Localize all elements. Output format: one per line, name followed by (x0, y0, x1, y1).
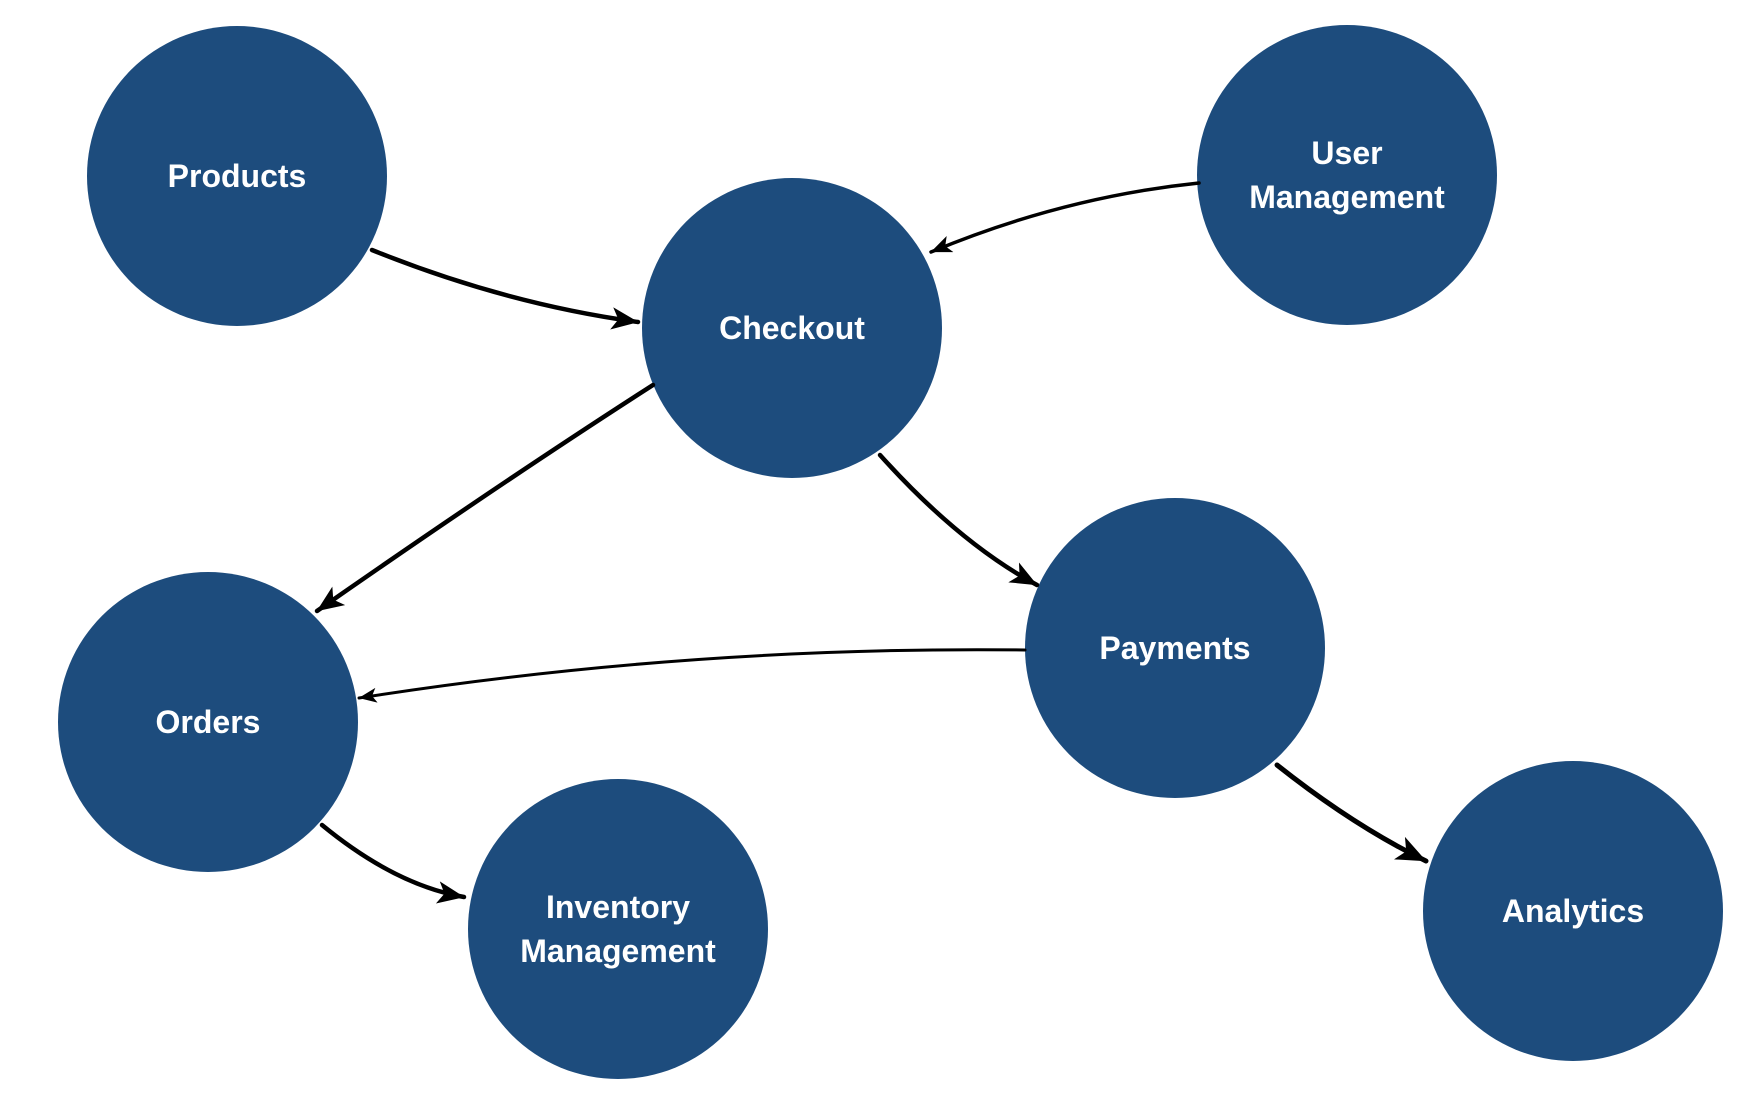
node-user-management-circle[interactable] (1197, 25, 1497, 325)
node-orders[interactable]: Orders (58, 572, 358, 872)
edge-products-to-checkout[interactable] (369, 247, 641, 330)
node-analytics[interactable]: Analytics (1423, 761, 1723, 1061)
node-checkout[interactable]: Checkout (642, 178, 942, 478)
node-payments-circle[interactable] (1025, 498, 1325, 798)
edge-user-management-to-checkout[interactable] (929, 181, 1201, 254)
node-orders-circle[interactable] (58, 572, 358, 872)
edge-payments-to-orders[interactable] (357, 648, 1027, 703)
edge-checkout-to-orders[interactable] (314, 382, 656, 614)
node-products[interactable]: Products (87, 26, 387, 326)
node-payments[interactable]: Payments (1025, 498, 1325, 798)
edges-layer (314, 181, 1429, 904)
node-checkout-circle[interactable] (642, 178, 942, 478)
node-inventory-management-circle[interactable] (468, 779, 768, 1079)
edge-payments-to-analytics[interactable] (1274, 762, 1429, 864)
edge-checkout-to-payments[interactable] (877, 452, 1040, 588)
node-analytics-circle[interactable] (1423, 761, 1723, 1061)
edge-orders-to-inventory-management[interactable] (319, 822, 467, 904)
node-products-circle[interactable] (87, 26, 387, 326)
